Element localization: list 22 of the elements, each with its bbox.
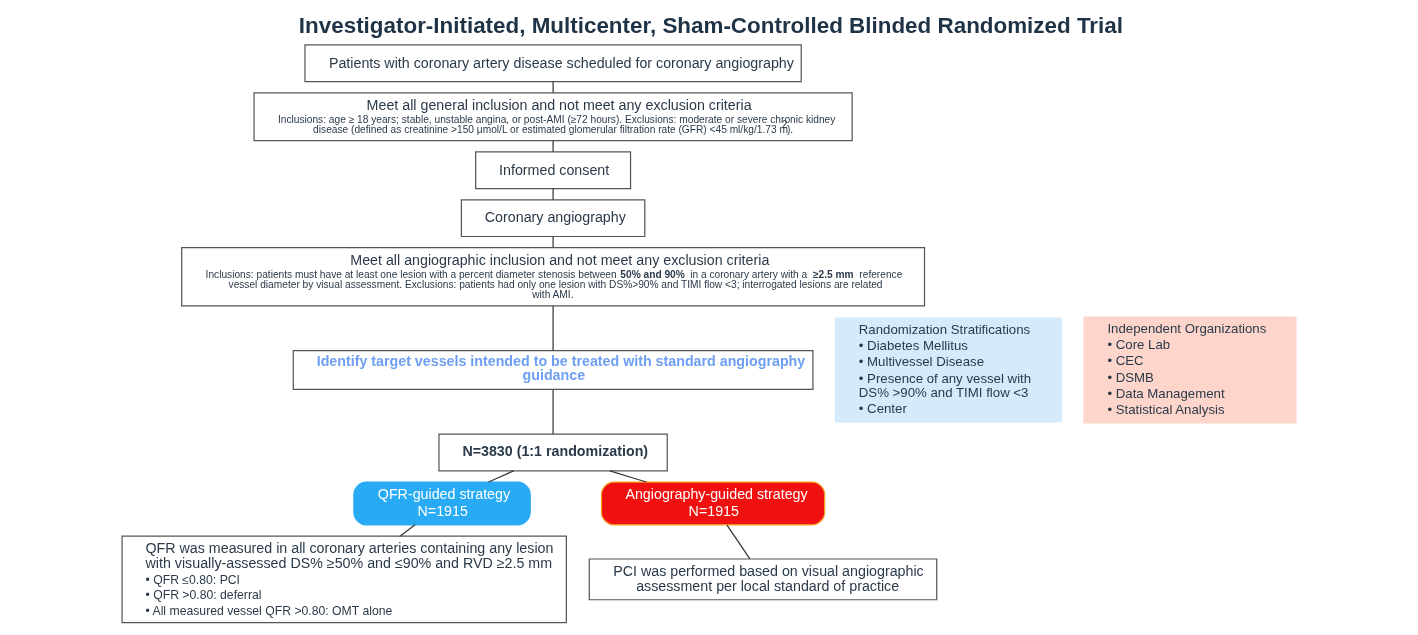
connector (552, 81, 554, 94)
connector (552, 188, 554, 201)
connector (726, 524, 751, 560)
connector (399, 524, 416, 537)
node-box: Independent Organizations • Core Lab • CEC • DSMB • Data Management • Statistical Analysis (1083, 316, 1297, 424)
node-box: Meet all angiographic inclusion and not meet any exclusion criteria Inclusions: patients must have at least one lesion with a percent diameter stenosis between 50% and 90% in a coronary artery with a ≥2.5 mm reference vessel diameter by visual assessment. Exclusions: patients had only one lesion with DS%>90% and TIMI flow <3; interrogated lesions are related with AMI. (181, 247, 926, 307)
node-box: Coronary angiography (460, 199, 646, 238)
node-box: PCI was performed based on visual angiographic assessment per local standard of practice (588, 558, 938, 601)
connector (552, 140, 554, 153)
node-box: QFR was measured in all coronary arteries containing any lesion with visually-assessed DS% ≥50% and ≤90% and RVD ≥2.5 mm • QFR ≤0.80: PCI • QFR >0.80: deferral • All measured vessel QFR >0.80: OMT alone (121, 535, 567, 624)
node-box: Identify target vessels intended to be treated with standard angiography guidance (292, 350, 814, 390)
node-box: Patients with coronary artery disease scheduled for coronary angiography (304, 44, 802, 83)
connector (552, 305, 554, 352)
connector (487, 470, 515, 483)
node-box: Informed consent (475, 151, 632, 190)
node-box: QFR-guided strategy N=1915 (353, 481, 531, 526)
node-box: Angiography-guided strategy N=1915 (600, 481, 826, 526)
connector (552, 236, 554, 248)
diagram-title: Investigator-Initiated, Multicenter, Sham-Controlled Blinded Randomized Trial (298, 13, 1124, 39)
connector (552, 389, 554, 435)
node-box: Randomization Stratifications • Diabetes Mellitus • Multivessel Disease • Presence of any vessel with DS% >90% and TIMI flow <3 • Center (834, 317, 1063, 423)
node-box: N=3830 (1:1 randomization) (438, 433, 668, 472)
